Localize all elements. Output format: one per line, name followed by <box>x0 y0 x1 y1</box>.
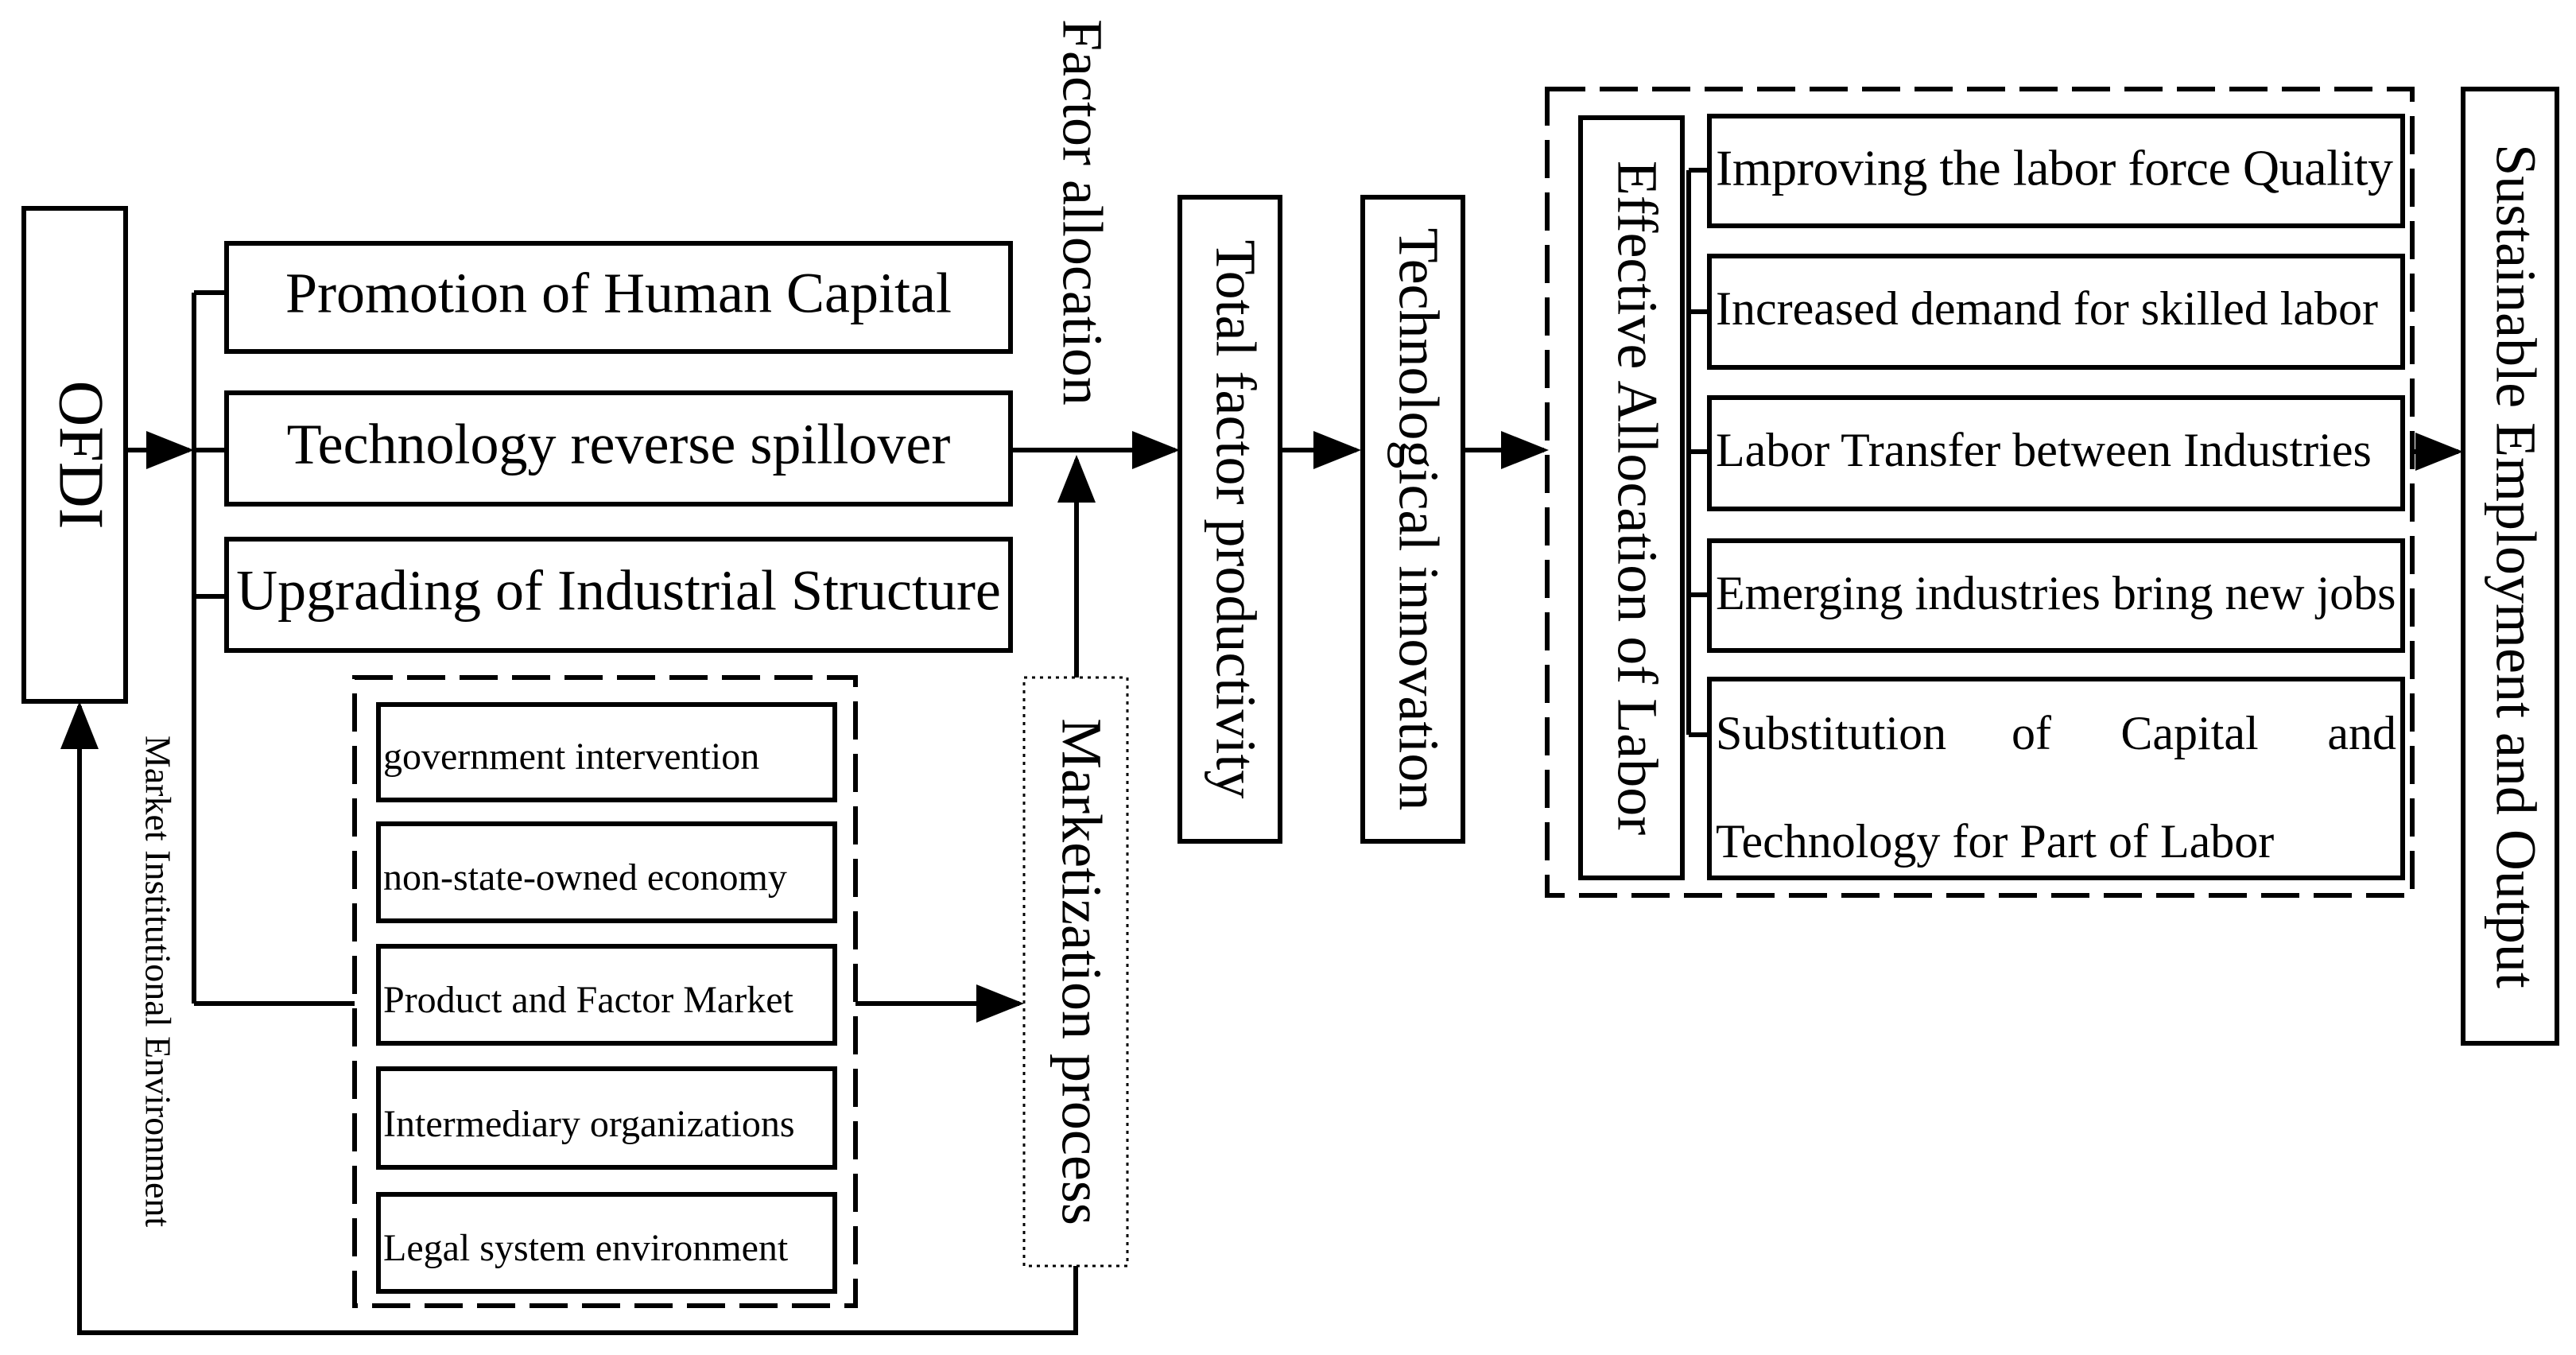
tfp-node: Total factor productivity <box>1177 195 1282 844</box>
labor-substitution-word-2: of <box>2012 707 2051 759</box>
labor-effect-transfer-label: Labor Transfer between Industries <box>1716 424 2372 476</box>
channel-human-capital-label: Promotion of Human Capital <box>285 262 952 325</box>
market-item-legal-label: Legal system environment <box>383 1227 789 1269</box>
labor-effect-skilled-demand: Increased demand for skilled labor <box>1707 254 2405 370</box>
labor-substitution-word-1: Substitution <box>1716 707 1946 759</box>
output-label: Sustainable Employment and Output <box>2484 144 2547 988</box>
market-item-government-label: government intervention <box>383 736 759 778</box>
channel-human-capital: Promotion of Human Capital <box>224 241 1013 354</box>
channel-technology-spillover: Technology reverse spillover <box>224 390 1013 507</box>
marketization-node: Marketization process <box>1022 676 1129 1268</box>
effective-allocation-node: Effective Allocation of Labor <box>1578 115 1685 880</box>
market-item-intermediary: Intermediary organizations <box>376 1066 837 1170</box>
tech-innovation-label: Technological innovation <box>1387 228 1450 811</box>
effective-allocation-label: Effective Allocation of Labor <box>1605 161 1669 835</box>
market-item-product-factor-label: Product and Factor Market <box>383 979 794 1021</box>
marketization-label: Marketization process <box>1049 718 1113 1225</box>
labor-substitution-word-4: and <box>2327 707 2396 759</box>
labor-substitution-word-3: Capital <box>2120 707 2258 759</box>
market-item-non-state-label: non-state-owned economy <box>383 856 787 899</box>
tech-innovation-node: Technological innovation <box>1360 195 1465 844</box>
labor-effect-substitution: Substitution of Capital and Technology f… <box>1707 677 2405 880</box>
channel-industrial-structure: Upgrading of Industrial Structure <box>224 537 1013 653</box>
market-item-legal: Legal system environment <box>376 1192 837 1294</box>
labor-effect-transfer: Labor Transfer between Industries <box>1707 395 2405 511</box>
channel-industrial-structure-label: Upgrading of Industrial Structure <box>236 559 1001 623</box>
labor-effect-skilled-demand-label: Increased demand for skilled labor <box>1716 282 2378 335</box>
labor-substitution-line-2: Technology for Part of Labor <box>1716 815 2274 868</box>
labor-effect-quality: Improving the labor force Quality <box>1707 114 2405 228</box>
tfp-label: Total factor productivity <box>1204 240 1267 799</box>
output-node: Sustainable Employment and Output <box>2461 87 2559 1046</box>
channel-technology-spillover-label: Technology reverse spillover <box>287 413 951 476</box>
feedback-loop-to-ofdi <box>60 701 1078 1335</box>
market-item-non-state: non-state-owned economy <box>376 821 837 923</box>
labor-effect-new-jobs: Emerging industries bring new jobs <box>1707 538 2405 653</box>
labor-effect-quality-label: Improving the labor force Quality <box>1716 140 2393 196</box>
market-item-government: government intervention <box>376 702 837 802</box>
ofdi-node: OFDI <box>21 206 128 704</box>
market-environment-label: Market Institutional Environment <box>138 736 178 1228</box>
market-item-product-factor: Product and Factor Market <box>376 944 837 1046</box>
market-environment-group <box>352 675 858 1308</box>
labor-effect-new-jobs-label: Emerging industries bring new jobs <box>1716 567 2396 619</box>
ofdi-label: OFDI <box>46 381 116 530</box>
market-item-intermediary-label: Intermediary organizations <box>383 1103 795 1145</box>
labor-allocation-group <box>1545 87 2415 898</box>
factor-allocation-label: Factor allocation <box>1050 19 1114 406</box>
